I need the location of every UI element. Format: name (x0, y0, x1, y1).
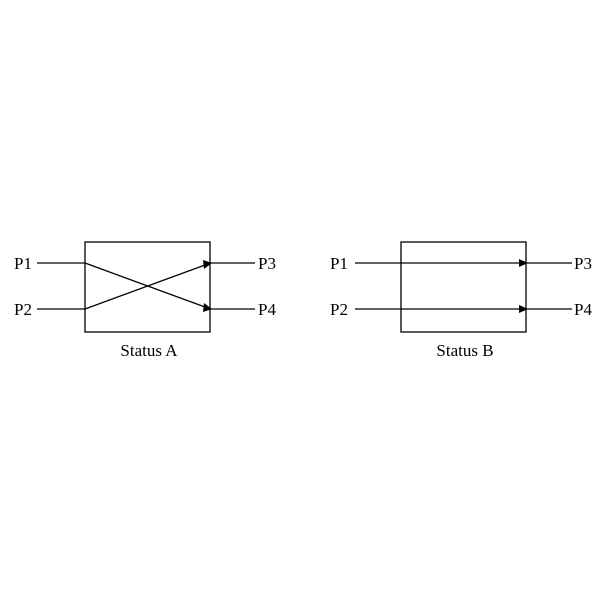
status-a-arrowhead-p3 (203, 260, 212, 269)
status-b-caption: Status B (436, 341, 493, 360)
status-a-p4-label: P4 (258, 300, 276, 319)
status-a-switch: P1 P2 P3 P4 Status A (14, 241, 276, 360)
status-a-p2-to-p3-path (84, 264, 206, 310)
status-b-p2-label: P2 (330, 300, 348, 319)
status-a-p1-to-p4-path (84, 262, 206, 308)
status-a-box (84, 241, 211, 333)
status-b-arrowhead-p3 (519, 259, 528, 267)
status-a-p3-label: P3 (258, 254, 276, 273)
status-a-caption: Status A (120, 341, 178, 360)
status-a-p1-label: P1 (14, 254, 32, 273)
status-b-switch: P1 P2 P3 P4 Status B (330, 241, 592, 360)
status-b-p4-label: P4 (574, 300, 592, 319)
status-b-arrowhead-p4 (519, 305, 528, 313)
status-a-arrowhead-p4 (203, 303, 212, 312)
status-b-p1-label: P1 (330, 254, 348, 273)
status-b-box (400, 241, 527, 333)
status-a-p2-label: P2 (14, 300, 32, 319)
status-b-p3-label: P3 (574, 254, 592, 273)
